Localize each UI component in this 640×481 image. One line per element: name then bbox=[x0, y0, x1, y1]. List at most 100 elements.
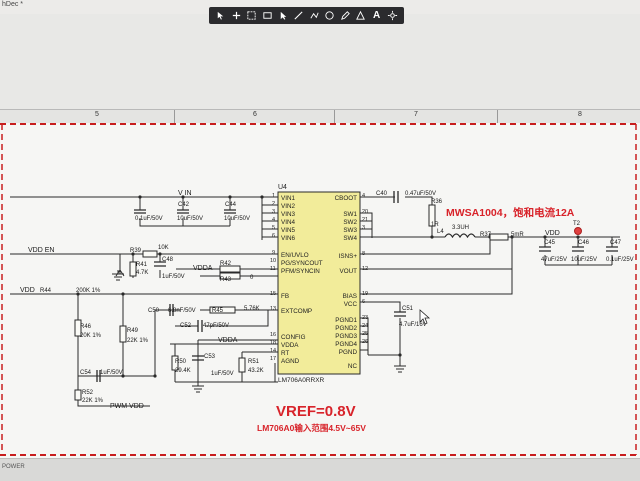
svg-text:R51: R51 bbox=[248, 359, 260, 365]
pen-icon[interactable] bbox=[339, 10, 351, 22]
svg-text:5: 5 bbox=[272, 225, 275, 231]
svg-text:10K: 10K bbox=[158, 245, 169, 251]
rectangle-icon[interactable] bbox=[262, 10, 274, 22]
pin-label: CBOOT bbox=[335, 195, 358, 202]
sheet-ruler: 5 6 7 8 bbox=[0, 109, 640, 124]
svg-text:R49: R49 bbox=[127, 328, 139, 334]
drawing-toolbar: A bbox=[209, 7, 404, 24]
test-point-t2[interactable] bbox=[574, 227, 582, 235]
sheet-border bbox=[0, 123, 640, 456]
svg-text:C53: C53 bbox=[204, 354, 216, 360]
pin-label: SW3 bbox=[343, 227, 357, 234]
capacitor-symbols bbox=[96, 191, 618, 382]
svg-text:R36: R36 bbox=[431, 199, 443, 205]
svg-text:10: 10 bbox=[270, 258, 276, 264]
status-text: POWER bbox=[2, 464, 25, 470]
svg-text:47pF/50V: 47pF/50V bbox=[203, 323, 229, 329]
pin-label: PGND3 bbox=[335, 333, 357, 340]
settings-icon[interactable] bbox=[386, 10, 398, 22]
pin-label: BIAS bbox=[343, 293, 357, 300]
pin-label: PGND2 bbox=[335, 325, 357, 332]
ic-right-pins: CBOOT SW1 SW2 SW3 SW4 ISNS+ VOUT BIAS VC… bbox=[335, 195, 358, 370]
svg-text:C45: C45 bbox=[544, 240, 556, 246]
svg-text:22K 1%: 22K 1% bbox=[82, 398, 104, 404]
svg-text:3: 3 bbox=[272, 209, 275, 215]
pin-label: PGND bbox=[339, 349, 358, 356]
ruler-label: 6 bbox=[253, 111, 257, 118]
svg-text:2: 2 bbox=[272, 201, 275, 207]
svg-text:1uF/50V: 1uF/50V bbox=[162, 274, 185, 280]
pin-label: PG/SYNCOUT bbox=[281, 260, 323, 267]
pin-label: VIN2 bbox=[281, 203, 295, 210]
pin-label: VDDA bbox=[281, 342, 299, 349]
box-select-icon[interactable] bbox=[246, 10, 258, 22]
svg-text:17: 17 bbox=[270, 356, 276, 362]
ic-part: LM706A0RRXR bbox=[278, 377, 325, 384]
svg-text:R42: R42 bbox=[220, 261, 232, 267]
add-wire-icon[interactable] bbox=[230, 10, 242, 22]
svg-text:16: 16 bbox=[270, 332, 276, 338]
svg-text:R43: R43 bbox=[220, 277, 232, 283]
polyline-icon[interactable] bbox=[308, 10, 320, 22]
document-tab[interactable]: hDec * bbox=[2, 1, 24, 8]
svg-text:0.47uF/50V: 0.47uF/50V bbox=[405, 191, 436, 197]
svg-text:10uF/25V: 10uF/25V bbox=[571, 257, 597, 263]
pin-label: SW4 bbox=[343, 235, 357, 242]
svg-text:C40: C40 bbox=[376, 191, 388, 197]
svg-text:L4: L4 bbox=[437, 229, 444, 235]
triangle-icon[interactable] bbox=[355, 10, 367, 22]
pin-label: PGND4 bbox=[335, 341, 357, 348]
svg-text:R45: R45 bbox=[212, 308, 224, 314]
pin-label: FB bbox=[281, 293, 289, 300]
net-label: PWM VDD bbox=[110, 403, 144, 410]
ic-body[interactable] bbox=[277, 191, 361, 375]
canvas-top-area bbox=[0, 14, 640, 110]
ground-symbols bbox=[112, 270, 406, 393]
net-label: VDD bbox=[545, 230, 560, 237]
text-tool-icon[interactable]: A bbox=[371, 10, 383, 22]
svg-text:4: 4 bbox=[362, 193, 365, 199]
svg-text:0: 0 bbox=[250, 275, 254, 281]
svg-text:6: 6 bbox=[272, 233, 275, 239]
ruler-label: 5 bbox=[95, 111, 99, 118]
svg-text:9: 9 bbox=[272, 250, 275, 256]
input-range-note: LM706A0输入范围4.5V~65V bbox=[257, 423, 366, 433]
cursor-icon[interactable] bbox=[277, 10, 289, 22]
mouse-cursor-icon bbox=[419, 309, 431, 325]
svg-text:5mR: 5mR bbox=[511, 232, 524, 238]
svg-text:5.76K: 5.76K bbox=[244, 306, 260, 312]
schematic-sheet[interactable]: U4 LM706A0RRXR VIN1 VIN2 VIN3 VIN4 VIN5 … bbox=[0, 123, 640, 458]
line-icon[interactable] bbox=[293, 10, 305, 22]
net-label: VDDA bbox=[218, 337, 238, 344]
svg-text:R44: R44 bbox=[40, 288, 52, 294]
svg-text:43.2K: 43.2K bbox=[248, 368, 264, 374]
svg-text:0.1uF/50V: 0.1uF/50V bbox=[135, 216, 163, 222]
svg-text:29.4K: 29.4K bbox=[175, 368, 191, 374]
svg-text:4: 4 bbox=[272, 217, 275, 223]
status-bar: POWER bbox=[0, 458, 640, 481]
ruler-label: 7 bbox=[414, 111, 418, 118]
net-label: VDD EN bbox=[28, 247, 54, 254]
pin-label: PFM/SYNCIN bbox=[281, 268, 320, 275]
svg-text:20K 1%: 20K 1% bbox=[80, 333, 102, 339]
pin-label: VIN3 bbox=[281, 211, 295, 218]
svg-text:C52: C52 bbox=[180, 323, 192, 329]
svg-text:1: 1 bbox=[272, 193, 275, 199]
resistor-symbols bbox=[74, 204, 509, 401]
pin-label: EXTCOMP bbox=[281, 308, 312, 315]
pin-label: SW2 bbox=[343, 219, 357, 226]
svg-text:R52: R52 bbox=[82, 390, 94, 396]
pin-label: VCC bbox=[344, 301, 358, 308]
pin-label: PGND1 bbox=[335, 317, 357, 324]
pin-label: VOUT bbox=[340, 268, 358, 275]
svg-text:C47: C47 bbox=[610, 240, 622, 246]
circle-icon[interactable] bbox=[324, 10, 336, 22]
svg-text:1R: 1R bbox=[431, 222, 439, 228]
svg-text:13: 13 bbox=[270, 306, 276, 312]
svg-text:T2: T2 bbox=[573, 221, 581, 227]
schematic-canvas[interactable]: U4 LM706A0RRXR VIN1 VIN2 VIN3 VIN4 VIN5 … bbox=[0, 123, 640, 458]
svg-text:0.1uF/25V: 0.1uF/25V bbox=[606, 257, 634, 263]
pointer-icon[interactable] bbox=[215, 10, 227, 22]
pin-label: AGND bbox=[281, 358, 300, 365]
